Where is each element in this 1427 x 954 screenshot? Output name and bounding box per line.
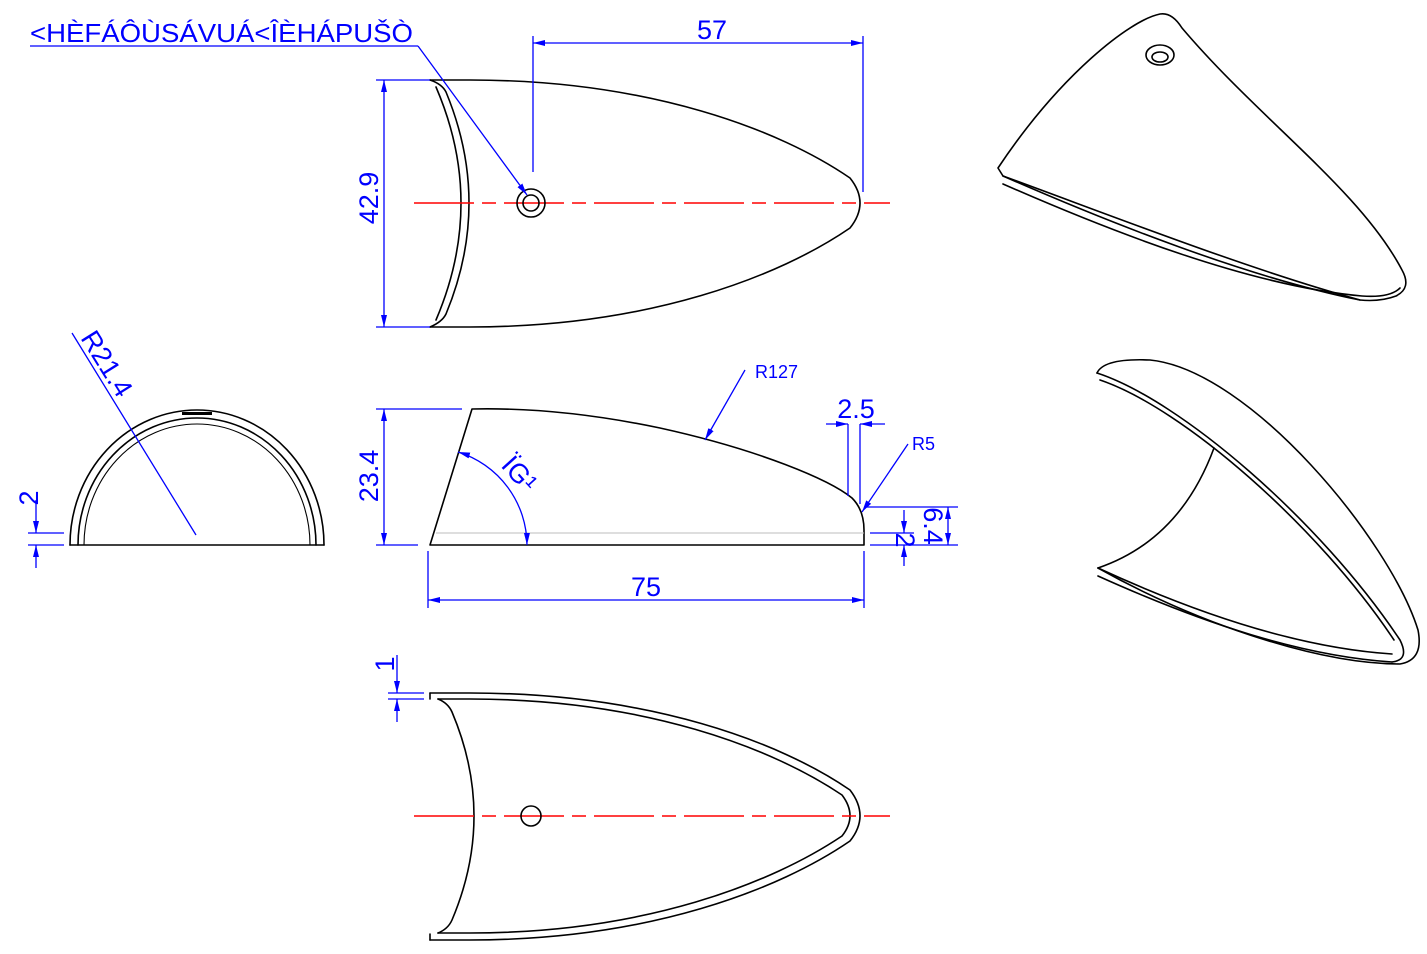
mounting-hole-inner — [522, 194, 540, 212]
dimension-right-stack: 2 6.4 — [864, 506, 958, 566]
iso-bottom-shell-1 — [1096, 372, 1405, 663]
iso-top-outline — [997, 12, 1407, 302]
dimension-1: 1 — [370, 655, 424, 722]
iso-bottom-cut — [1097, 447, 1215, 569]
top-view — [414, 79, 890, 328]
dimension-42-9: 42.9 — [354, 79, 430, 328]
dimension-r21-4-label: R21.4 — [75, 325, 139, 402]
front-view — [69, 409, 325, 546]
side-view — [429, 408, 865, 546]
front-view-top-tab — [182, 412, 212, 415]
dimension-75: 75 — [427, 551, 865, 608]
dimension-angle-label: ÏG¹ — [496, 450, 543, 498]
dimension-57-label: 57 — [697, 15, 727, 45]
dimension-1-label: 1 — [370, 656, 400, 671]
iso-top-edge-1 — [1002, 175, 1361, 301]
iso-bottom-lower-2 — [1097, 575, 1393, 663]
dimension-75-label: 75 — [631, 572, 661, 602]
bottom-view — [414, 692, 890, 941]
dimension-42-9-label: 42.9 — [354, 172, 384, 225]
dimension-23-4-label: 23.4 — [354, 450, 384, 503]
dimension-r5: R5 — [861, 434, 935, 513]
dimension-2-left: 2 — [14, 490, 64, 568]
dimension-57: 57 — [532, 15, 864, 192]
dimension-6-4-label: 6.4 — [918, 507, 948, 545]
iso-top-hole-inner — [1151, 51, 1169, 63]
note-callout: <HÈFÁÔÙSÁVUÁ<ÎÈHÁPUŠÒ — [30, 18, 528, 196]
dimension-2-5-label: 2.5 — [837, 394, 875, 424]
front-view-inner-arc — [77, 417, 317, 546]
dimension-r127-label: R127 — [755, 362, 798, 382]
dimension-2-5: 2.5 — [826, 394, 885, 504]
dimension-r5-label: R5 — [912, 434, 935, 454]
front-view-outer-arc — [69, 409, 325, 546]
dimension-2-left-label: 2 — [14, 490, 44, 505]
mounting-hole-outer — [516, 188, 546, 218]
top-view-outline — [429, 79, 861, 328]
iso-view-top — [997, 12, 1407, 302]
iso-top-edge-2 — [1002, 183, 1401, 298]
side-view-outline — [429, 408, 865, 546]
bottom-view-hole — [520, 805, 542, 827]
iso-view-bottom — [1096, 358, 1420, 665]
front-view-innermost-arc — [83, 423, 311, 546]
iso-bottom-shell-2 — [1099, 379, 1395, 641]
iso-bottom-lower-1 — [1097, 567, 1393, 655]
dimension-23-4: 23.4 — [354, 408, 462, 546]
dimension-angle: ÏG¹ — [457, 450, 543, 546]
bottom-view-outer — [429, 692, 861, 941]
iso-top-hole-outer — [1145, 44, 1175, 66]
note-text: <HÈFÁÔÙSÁVUÁ<ÎÈHÁPUŠÒ — [30, 18, 413, 48]
iso-bottom-outer — [1096, 358, 1420, 665]
dimension-2-right-label: 2 — [890, 532, 920, 547]
dimension-r127: R127 — [704, 362, 798, 441]
